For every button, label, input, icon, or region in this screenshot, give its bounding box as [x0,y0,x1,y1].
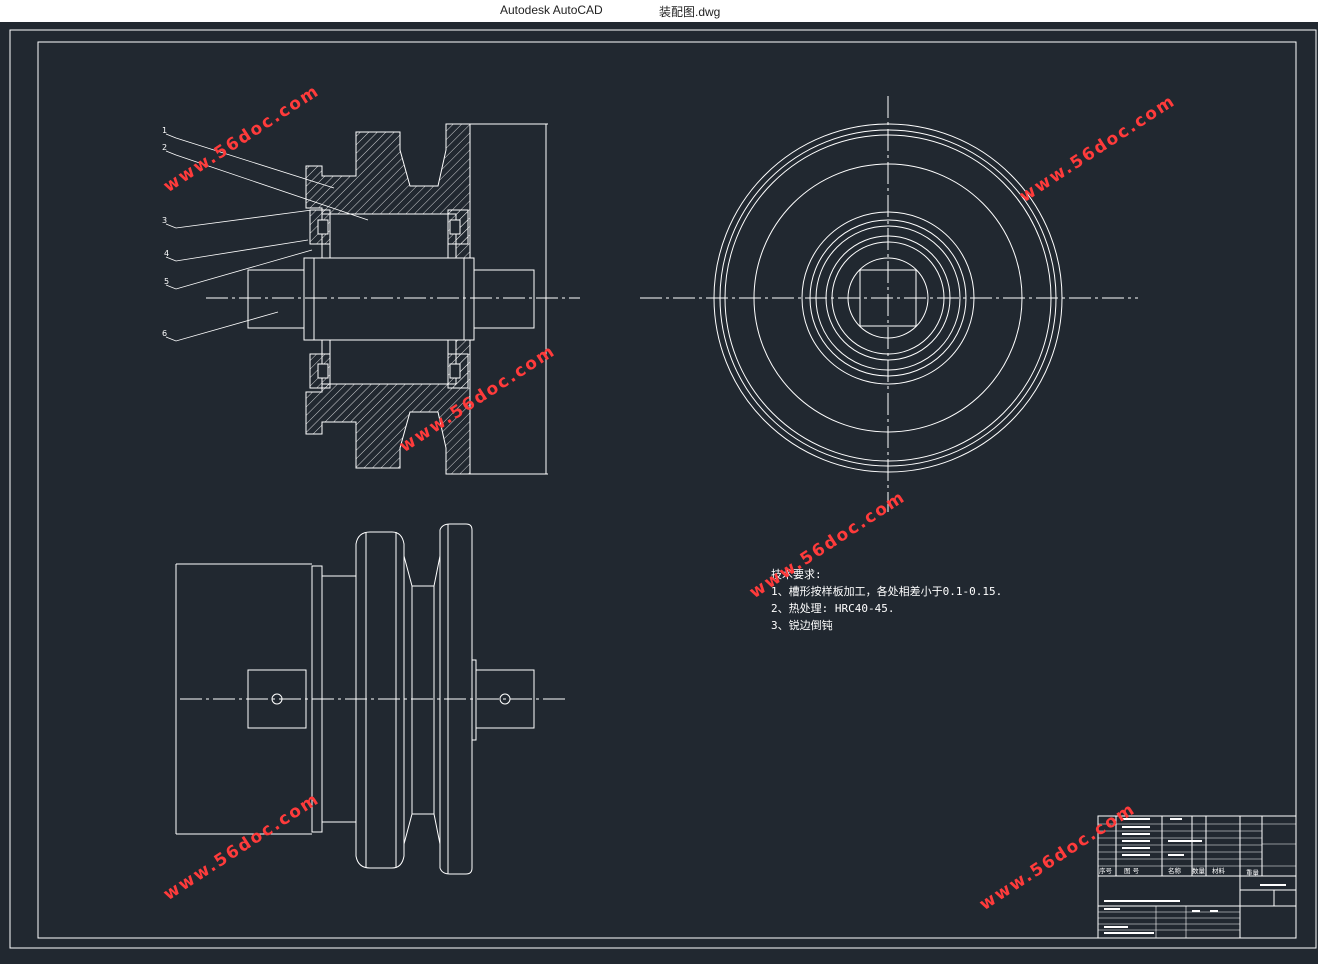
header-seq: 序号 [1099,866,1113,875]
app-title: Autodesk AutoCAD [500,3,603,17]
section-view[interactable] [165,123,580,475]
header-drawing-no: 图 号 [1124,867,1140,875]
balloon-3: 3 [162,216,167,225]
tech-item-2: 2、热处理: HRC40-45. [771,602,895,615]
balloon-5: 5 [164,277,169,286]
tech-item-3: 3、锐边倒钝 [771,619,833,632]
sheet-inner-border [37,41,1297,939]
header-material: 材料 [1212,866,1226,875]
balloon-leaders [165,133,369,342]
title-block[interactable] [1097,815,1297,939]
sheet-outer-border [9,29,1317,949]
drawing-canvas[interactable]: 1 2 3 4 5 6 [0,22,1318,964]
front-view[interactable] [175,523,568,875]
balloon-6: 6 [162,329,167,338]
document-title: 装配图.dwg [659,5,721,19]
balloon-2: 2 [162,143,167,152]
tech-heading: 技术要求: [771,568,822,581]
weight-label: 重量 [1246,869,1260,877]
header-name: 名称 [1168,866,1182,875]
header-qty: 数量 [1192,866,1206,875]
balloon-1: 1 [162,126,167,135]
window-titlebar: Autodesk AutoCAD 装配图.dwg [0,0,1318,22]
tech-item-1: 1、槽形按样板加工，各处相差小于0.1-0.15. [771,585,1003,598]
balloon-numbers: 1 2 3 4 5 6 [162,126,169,338]
balloon-4: 4 [164,249,169,258]
technical-requirements: 技术要求: 1、槽形按样板加工，各处相差小于0.1-0.15. 2、热处理: H… [771,566,1002,634]
side-view-circles[interactable] [640,96,1138,512]
title-block-labels: 序号 图 号 名称 数量 材料 重量 [1099,866,1260,877]
